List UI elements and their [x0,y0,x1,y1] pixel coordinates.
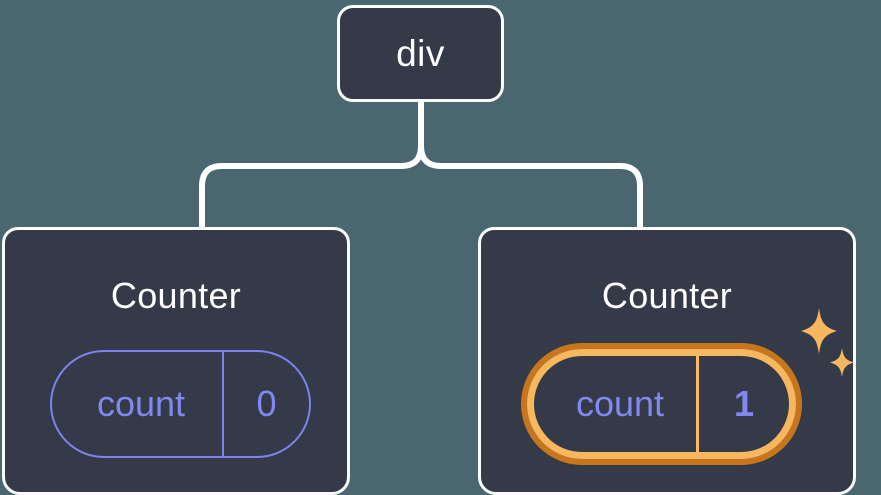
node-counter-left-title: Counter [110,275,242,316]
state-pill-right[interactable]: count 1 [521,343,802,465]
node-counter-right[interactable]: Counter count 1 [478,227,856,495]
edge-root-to-left-child [199,124,424,227]
node-div-label: div [396,33,445,74]
node-counter-left[interactable]: Counter count 0 [2,227,350,495]
sparkle-large-icon [801,308,837,354]
state-value-right: 1 [696,356,789,452]
sparkle-small-icon [830,348,854,377]
state-pill-right-glow [521,343,802,465]
state-pill-right-border: count 1 [527,349,796,459]
node-div[interactable]: div [337,5,504,102]
state-name-right: count [575,383,665,424]
sparkle-group [801,308,854,377]
state-pill-left-border: count 0 [50,350,311,458]
state-value-left: 0 [222,352,309,456]
node-counter-right-title: Counter [601,275,733,316]
state-name-left: count [96,383,186,424]
edge-root-to-right-child [418,124,643,227]
state-pill-left[interactable]: count 0 [50,350,311,458]
